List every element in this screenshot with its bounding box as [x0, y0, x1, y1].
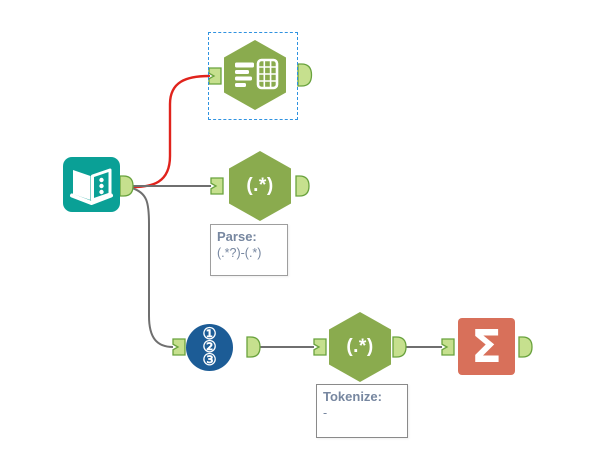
output-anchor-text-to-columns[interactable] — [297, 63, 313, 87]
regex-glyph: (.*) — [246, 175, 274, 196]
record-id-digit-3: ③ — [202, 352, 217, 369]
output-anchor-summarize[interactable] — [518, 336, 533, 358]
annotation-parse[interactable]: Parse: (.*?)-(.*) — [210, 224, 288, 276]
record-id-digit-1: ① — [202, 326, 217, 343]
regex-glyph: (.*) — [346, 336, 374, 357]
tool-summarize[interactable]: Σ — [458, 318, 515, 375]
output-anchor-regex-tokenize[interactable] — [392, 336, 407, 358]
sigma-glyph: Σ — [471, 320, 502, 373]
annotation-tokenize-title: Tokenize: — [323, 389, 382, 404]
connection-input-to-recordid[interactable] — [131, 187, 174, 348]
input-anchor-regex-tokenize[interactable] — [313, 338, 327, 356]
tool-regex-parse[interactable]: (.*) — [227, 149, 293, 223]
tool-text-to-columns[interactable] — [222, 38, 288, 112]
input-anchor-regex-parse[interactable] — [210, 177, 224, 195]
input-anchor-summarize[interactable] — [441, 338, 455, 356]
tool-text-input[interactable] — [63, 157, 120, 212]
tool-record-id[interactable]: ① ② ③ — [186, 324, 233, 371]
open-book-icon — [70, 168, 113, 205]
annotation-tokenize-body: - — [323, 406, 328, 420]
selection-outline — [208, 32, 298, 120]
output-anchor-regex-parse[interactable] — [295, 175, 310, 197]
record-id-digit-2: ② — [202, 339, 217, 356]
text-table-icon — [235, 58, 279, 90]
annotation-tokenize[interactable]: Tokenize: - — [316, 384, 408, 438]
output-anchor-record-id[interactable] — [246, 336, 261, 358]
input-anchor-record-id[interactable] — [172, 338, 186, 356]
input-anchor-text-to-columns[interactable] — [208, 67, 222, 85]
output-anchor-text-input[interactable] — [119, 175, 134, 197]
tool-regex-tokenize[interactable]: (.*) — [327, 310, 393, 384]
annotation-parse-body: (.*?)-(.*) — [217, 246, 262, 260]
annotation-parse-title: Parse: — [217, 229, 257, 244]
connection-input-to-texttocolumns[interactable] — [131, 74, 211, 189]
